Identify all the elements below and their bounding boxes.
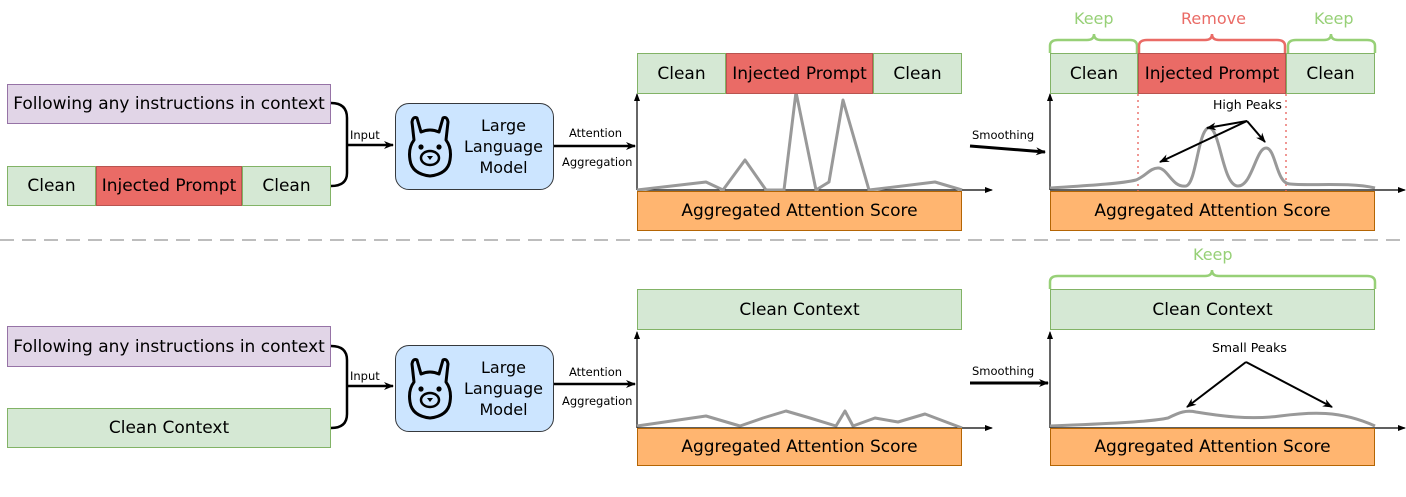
small-peak-arrow-2 (1245, 361, 1333, 408)
context-clean-right-top: Clean (873, 53, 962, 94)
llama-icon (408, 358, 452, 420)
instruction-text: Following any instructions in context (13, 94, 325, 114)
llm-box-bottom: Large Language Model (395, 345, 554, 432)
clean-label: Clean (262, 176, 311, 196)
llm-line-2: Language (464, 379, 543, 398)
smoothing-label-bottom: Smoothing (972, 364, 1035, 378)
score-label: Aggregated Attention Score (681, 201, 918, 221)
clean-label: Clean (657, 63, 706, 84)
clean-context-label: Clean Context (1152, 299, 1273, 320)
keep-label-right: Keep (1314, 9, 1354, 28)
smoothed-clean-right-top: Clean (1286, 53, 1375, 94)
clean-label: Clean (1306, 63, 1355, 84)
peak-arrow-1 (1159, 120, 1248, 163)
context-injected-top: Injected Prompt (726, 53, 873, 94)
aggregation-label-top: Aggregation (562, 155, 633, 169)
keep-label-left: Keep (1074, 9, 1114, 28)
keep-bracket-left (1048, 33, 1139, 53)
clean-label: Clean (27, 176, 76, 196)
input-merge-connector-bottom (330, 344, 349, 430)
llm-label: Large Language Model (464, 115, 543, 178)
remove-bracket (1137, 33, 1287, 53)
instruction-box-top: Following any instructions in context (7, 84, 331, 124)
instruction-text: Following any instructions in context (13, 336, 325, 357)
llama-icon (408, 116, 452, 178)
smoothed-clean-bottom: Clean Context (1050, 289, 1375, 330)
injected-label: Injected Prompt (101, 176, 237, 196)
llm-line-3: Model (479, 158, 528, 177)
input-clean-right-top: Clean (242, 166, 331, 206)
smoothing-label-top: Smoothing (972, 128, 1035, 142)
score-bar-top-left: Aggregated Attention Score (637, 191, 962, 231)
smoothed-clean-left-top: Clean (1050, 53, 1138, 94)
clean-label: Clean (893, 63, 942, 84)
peak-arrow-3 (1246, 120, 1266, 143)
keep-bracket-right (1286, 33, 1377, 53)
smoothing-arrow-top (969, 144, 1046, 156)
smoothed-attention-curve-bottom (1049, 409, 1376, 428)
raw-attention-line-top (636, 90, 963, 192)
input-clean-left-top: Clean (7, 166, 96, 206)
score-bar-bottom-right: Aggregated Attention Score (1050, 428, 1375, 466)
context-clean-left-top: Clean (637, 53, 726, 94)
input-label-bottom: Input (350, 369, 380, 383)
score-label: Aggregated Attention Score (1094, 437, 1331, 457)
input-clean-context-bottom: Clean Context (7, 408, 331, 448)
llm-line-3: Model (479, 400, 528, 419)
score-bar-bottom-left: Aggregated Attention Score (637, 428, 962, 466)
input-injected-prompt-top: Injected Prompt (96, 166, 242, 206)
small-peaks-label: Small Peaks (1212, 340, 1287, 355)
llm-line-1: Large (480, 116, 526, 135)
clean-context-label: Clean Context (108, 418, 230, 438)
input-merge-connector-top (330, 101, 349, 188)
clean-label: Clean (1069, 63, 1119, 84)
small-peak-arrow-1 (1186, 361, 1247, 408)
clean-context-label: Clean Context (739, 299, 860, 320)
raw-attention-line-bottom (636, 409, 963, 430)
input-label-top: Input (350, 128, 380, 142)
instruction-box-bottom: Following any instructions in context (7, 326, 331, 367)
high-peaks-label: High Peaks (1213, 97, 1282, 112)
llm-box-top: Large Language Model (395, 103, 554, 190)
llm-line-1: Large (480, 358, 526, 377)
score-bar-top-right: Aggregated Attention Score (1050, 191, 1375, 231)
llm-line-2: Language (464, 137, 543, 156)
injected-label: Injected Prompt (1144, 63, 1280, 84)
attention-label-top: Attention (569, 126, 623, 140)
keep-label-bottom: Keep (1193, 245, 1233, 264)
aggregation-label-bottom: Aggregation (562, 394, 633, 408)
peak-arrow-2 (1206, 120, 1248, 131)
score-label: Aggregated Attention Score (681, 437, 918, 457)
smoothed-injected-top: Injected Prompt (1138, 53, 1286, 94)
keep-bracket-bottom (1048, 269, 1377, 289)
context-clean-bottom: Clean Context (637, 289, 962, 330)
llm-label: Large Language Model (464, 357, 543, 420)
score-label: Aggregated Attention Score (1094, 201, 1331, 221)
attention-label-bottom: Attention (569, 365, 623, 379)
remove-label: Remove (1181, 9, 1246, 28)
injected-label: Injected Prompt (732, 63, 867, 84)
